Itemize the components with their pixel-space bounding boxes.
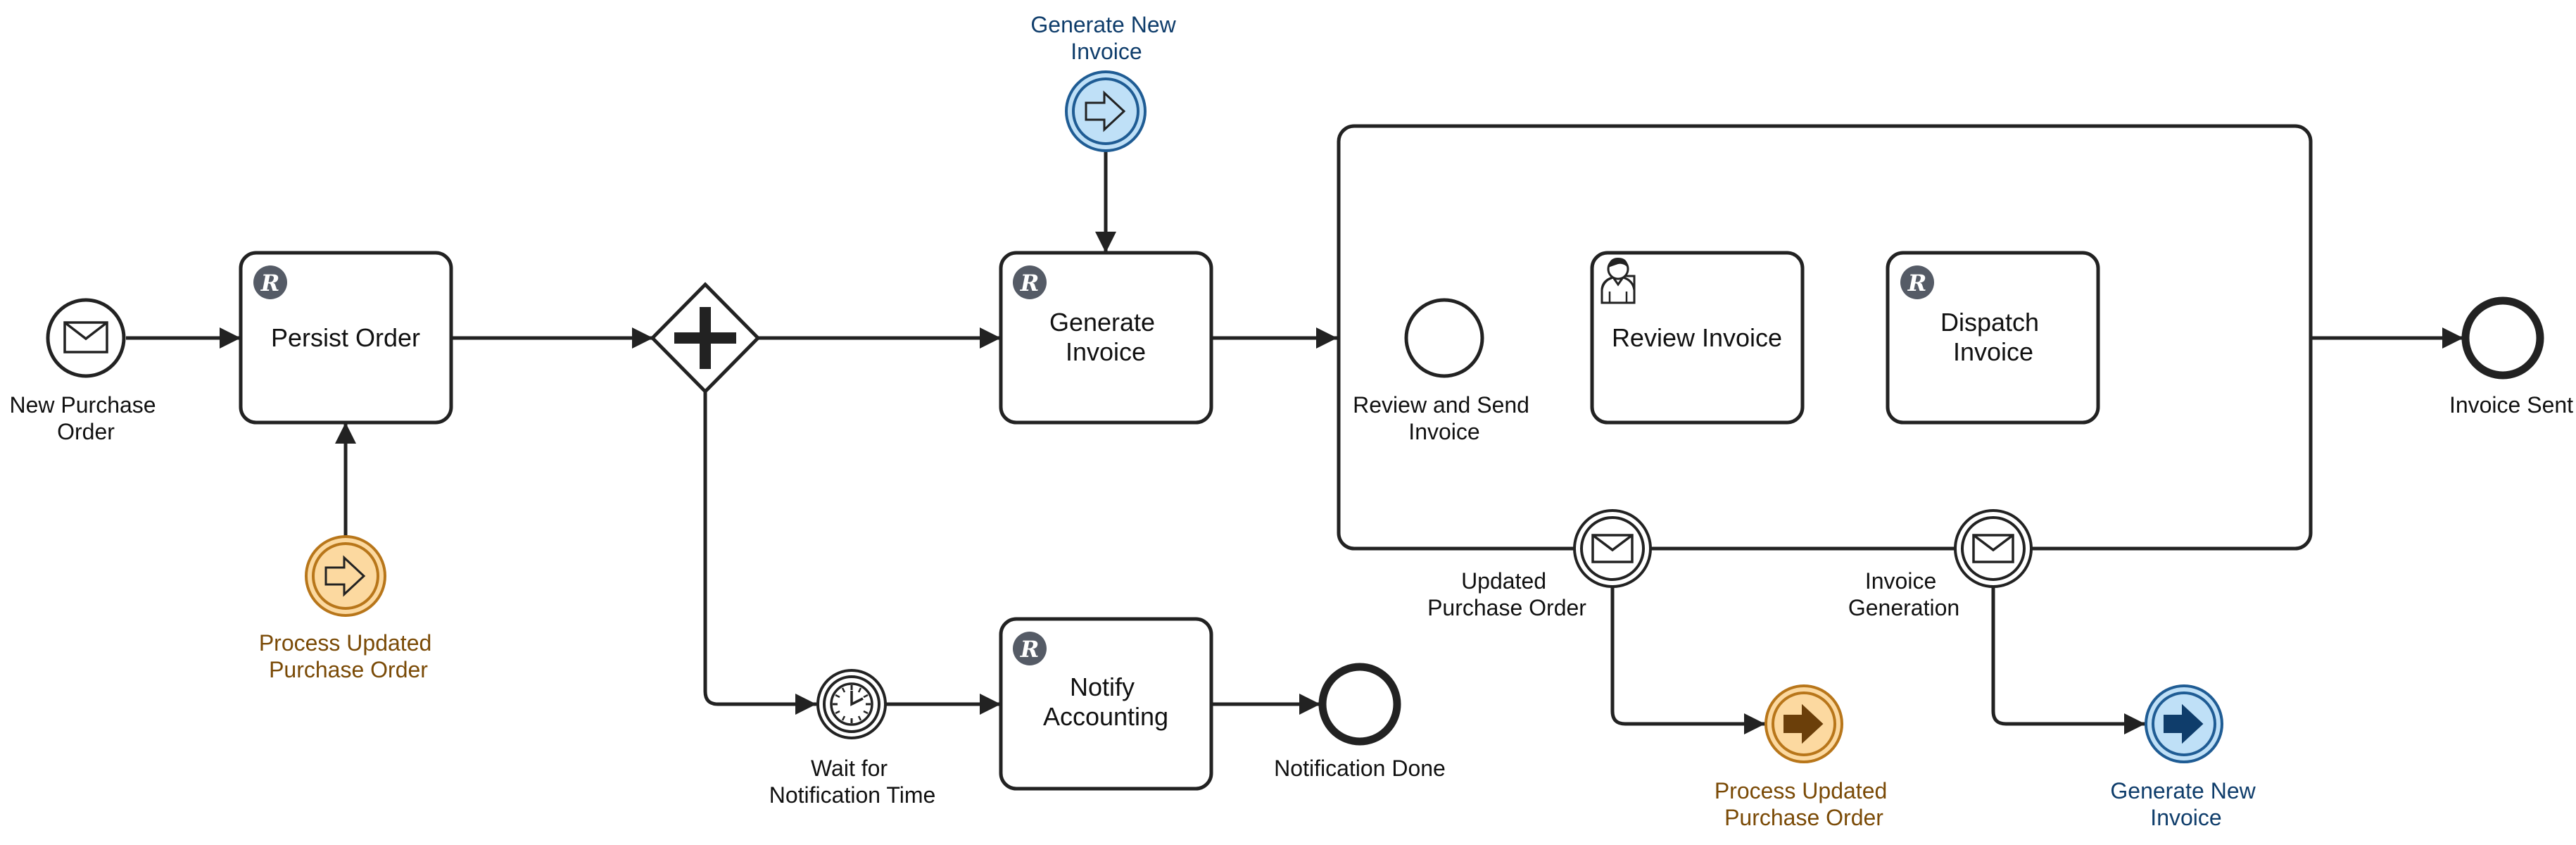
label-review-and-send: Review and Send Invoice — [1353, 392, 1536, 444]
task-dispatch-invoice[interactable]: R Dispatch Invoice — [1886, 251, 2100, 425]
task-label: Notify Accounting — [1043, 672, 1168, 731]
clock-icon — [830, 682, 873, 726]
intermediate-catch-generate-new-invoice[interactable] — [1065, 70, 1147, 152]
envelope-icon — [63, 321, 108, 353]
link-arrow-filled-icon — [2164, 703, 2204, 744]
link-arrow-icon — [324, 555, 366, 597]
label-generate-new-invoice-bottom: Generate New Invoice — [2110, 778, 2261, 830]
flow-boundary-updated-po-to-orange-throw[interactable] — [1610, 587, 1765, 734]
end-event-invoice-sent[interactable] — [2461, 296, 2544, 380]
svg-text:R: R — [1907, 270, 1927, 296]
svg-text:R: R — [260, 270, 280, 296]
rule-task-icon: R — [1013, 632, 1047, 665]
start-event-review-and-send[interactable] — [1404, 298, 1484, 378]
rule-task-icon: R — [253, 265, 287, 299]
label-invoice-generation: Invoice Generation — [1848, 568, 1959, 620]
intermediate-throw-process-updated-po[interactable] — [1764, 684, 1843, 763]
intermediate-catch-process-updated-po[interactable] — [305, 535, 386, 617]
label-process-updated-po-left: Process Updated Purchase Order — [259, 630, 438, 682]
parallel-gateway[interactable] — [650, 282, 761, 394]
svg-text:R: R — [1020, 636, 1040, 663]
flow-gateway-to-timer[interactable] — [703, 392, 816, 715]
link-arrow-filled-icon — [1783, 703, 1824, 744]
task-label: Generate Invoice — [1049, 308, 1162, 366]
boundary-event-updated-purchase-order[interactable] — [1573, 509, 1652, 588]
task-label: Review Invoice — [1612, 323, 1782, 352]
link-arrow-icon — [1085, 90, 1126, 132]
task-notify-accounting[interactable]: R Notify Accounting — [999, 617, 1213, 791]
timer-event-wait-for-notification[interactable] — [816, 669, 887, 739]
intermediate-throw-generate-new-invoice[interactable] — [2145, 684, 2223, 763]
label-process-updated-po-bottom: Process Updated Purchase Order — [1715, 778, 1893, 830]
task-review-invoice[interactable]: Review Invoice — [1590, 251, 1805, 425]
start-event-new-purchase-order[interactable] — [46, 298, 126, 378]
label-notification-done: Notification Done — [1274, 756, 1446, 781]
end-event-notification-done[interactable] — [1318, 663, 1401, 746]
task-persist-order[interactable]: R Persist Order — [239, 251, 453, 425]
user-icon — [1600, 258, 1636, 304]
label-generate-new-invoice-top: Generate New Invoice — [1030, 12, 1182, 64]
boundary-event-invoice-generation[interactable] — [1954, 509, 2033, 588]
rule-task-icon: R — [1900, 265, 1934, 299]
task-generate-invoice[interactable]: R Generate Invoice — [999, 251, 1213, 425]
envelope-icon — [1591, 534, 1634, 563]
plus-icon — [674, 307, 736, 369]
label-updated-purchase-order: Updated Purchase Order — [1427, 568, 1586, 620]
flow-boundary-invoice-generation-to-blue-throw[interactable] — [1991, 587, 2145, 734]
label-invoice-sent: Invoice Sent — [2449, 392, 2573, 418]
envelope-icon — [1972, 534, 2014, 563]
label-wait-for-notification: Wait for Notification Time — [769, 756, 936, 808]
subprocess-review-and-send[interactable] — [1337, 124, 2313, 551]
svg-text:R: R — [1020, 270, 1040, 296]
label-new-purchase-order: New Purchase Order — [10, 392, 163, 444]
task-label: Dispatch Invoice — [1940, 308, 2046, 366]
task-label: Persist Order — [271, 323, 420, 352]
rule-task-icon: R — [1013, 265, 1047, 299]
